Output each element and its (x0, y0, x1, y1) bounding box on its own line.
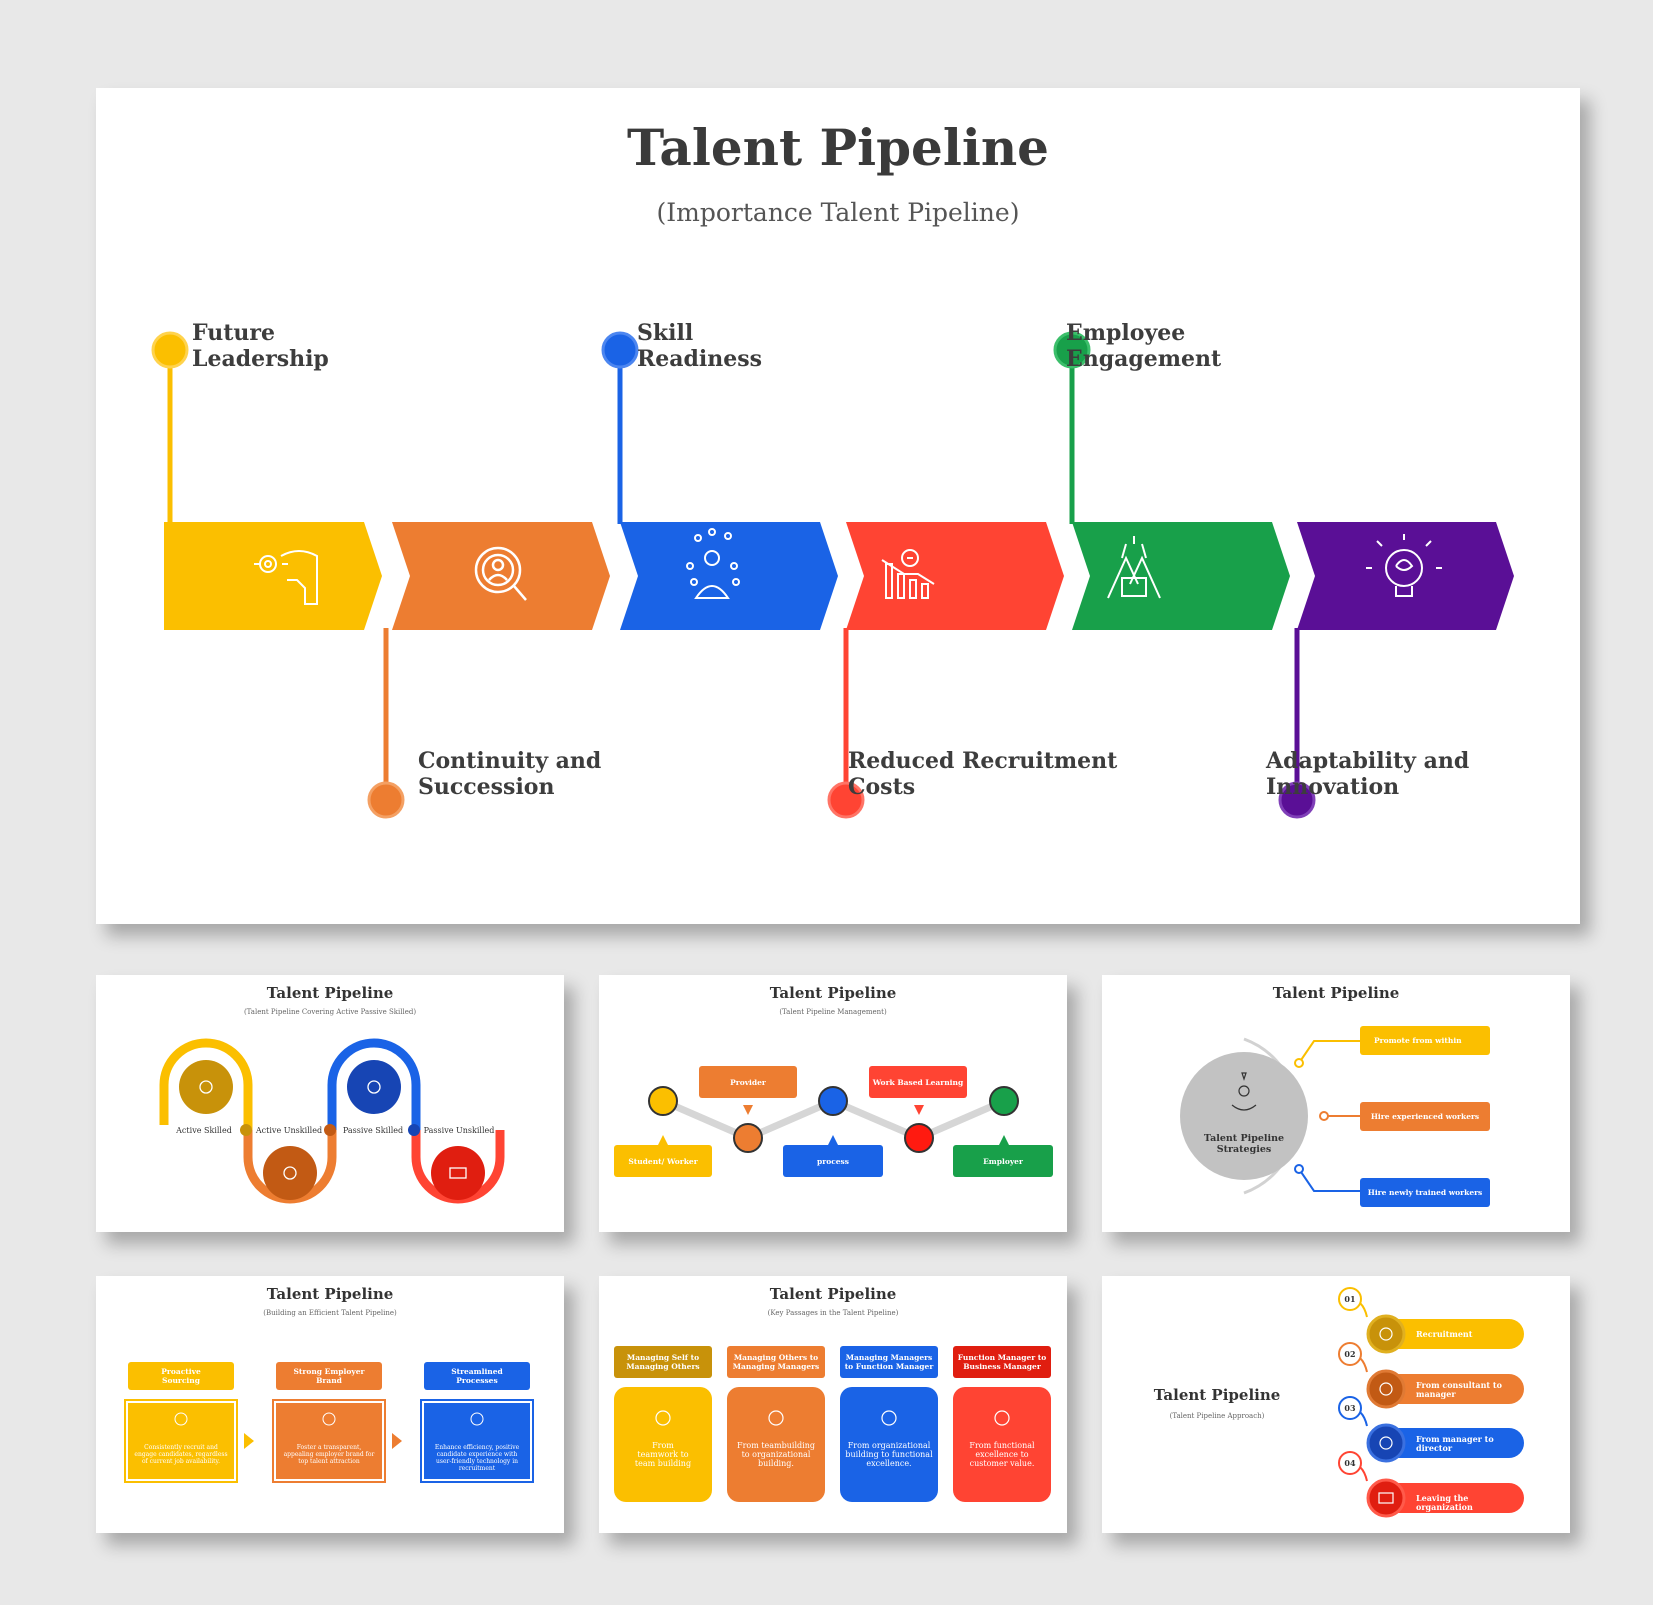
thumbnail-slide-5[interactable]: Talent Pipeline (Key Passages in the Tal… (599, 1276, 1067, 1533)
thumb1-label-passive-skilled: Passive Skilled (342, 1126, 404, 1135)
thumb6-subtitle: (Talent Pipeline Approach) (1169, 1412, 1265, 1420)
thumb5-header-3: Managing Managers to Function Manager (840, 1346, 938, 1378)
pipeline-diagram (151, 331, 1514, 819)
binoculars-head-icon (254, 550, 318, 605)
thumb5-body-3: From organizational building to function… (845, 1441, 933, 1468)
thumb1-title: Talent Pipeline (266, 984, 394, 1002)
thumb4-body-employer-brand: Foster a transparent, appealing employer… (283, 1444, 375, 1465)
thumb4-subtitle: (Building an Efficient Talent Pipeline) (263, 1309, 397, 1317)
thumb5-card-4 (953, 1387, 1051, 1502)
thumb1-subtitle: (Talent Pipeline Covering Active Passive… (243, 1008, 417, 1016)
thumb4-header-employer-brand: Strong Employer Brand (276, 1362, 382, 1390)
thumb4-card-streamlined (420, 1399, 534, 1483)
thumb3-item-newly-trained: Hire newly trained workers (1360, 1178, 1490, 1207)
thumb6-num-1: 01 (1344, 1294, 1356, 1304)
thumb6-title: Talent Pipeline (1153, 1386, 1281, 1404)
thumb3-item-promote: Promote from within (1360, 1026, 1490, 1055)
thumb6-num-3: 03 (1344, 1403, 1356, 1413)
chevron-reduced-costs (846, 522, 1064, 630)
thumb3-item-experienced: Hire experienced workers (1360, 1102, 1490, 1131)
high-five-briefcase-icon (1107, 536, 1161, 599)
thumb2-box-provider: Provider (699, 1066, 797, 1098)
thumb1-label-active-skilled: Active Skilled (176, 1126, 232, 1135)
thumb6-item-4: Leaving the organization (1416, 1493, 1473, 1512)
label-engagement: Employee Engagement (1066, 320, 1222, 372)
zigzag-diagram (648, 1086, 1019, 1153)
network-person-icon (686, 528, 740, 599)
label-continuity: Continuity and Succession (418, 748, 602, 800)
chevron-skill-readiness (620, 522, 838, 630)
label-future-leadership: Future Leadership (192, 320, 329, 372)
thumb6-item-3: From manager to director (1416, 1434, 1494, 1453)
approach-diagram (1338, 1287, 1524, 1518)
thumb6-item-1: Recruitment (1416, 1329, 1473, 1339)
thumb5-icons (655, 1410, 1010, 1426)
thumb4-header-proactive: Proactive Sourcing (128, 1362, 234, 1390)
thumb5-card-1 (614, 1387, 712, 1502)
thumb4-body-streamlined: Enhance efficiency, positive candidate e… (434, 1444, 520, 1472)
magnifier-person-icon (474, 546, 527, 601)
thumb2-box-work-based-learning: Work Based Learning (869, 1066, 967, 1098)
thumb2-subtitle: (Talent Pipeline Management) (779, 1008, 887, 1016)
page-title: Talent Pipeline (627, 118, 1049, 177)
thumb5-header-4: Function Manager to Business Manager (953, 1346, 1051, 1378)
thumb1-label-passive-unskilled: Passive Unskilled (423, 1126, 495, 1135)
thumb5-body-4: From functional excellence to customer v… (969, 1441, 1035, 1468)
star-hand-icon (1231, 1072, 1257, 1111)
thumbnail-slide-4[interactable]: Talent Pipeline (Building an Efficient T… (96, 1276, 564, 1533)
thumb4-title: Talent Pipeline (266, 1285, 394, 1303)
main-slide: Talent Pipeline (Importance Talent Pipel… (96, 88, 1580, 924)
chevron-future-leadership (164, 522, 382, 630)
thumb5-header-2: Managing Others to Managing Managers (727, 1346, 825, 1378)
thumb3-title: Talent Pipeline (1272, 984, 1400, 1002)
thumbnail-slide-6[interactable]: Talent Pipeline (Talent Pipeline Approac… (1102, 1276, 1570, 1533)
thumb6-item-2: From consultant to manager (1416, 1380, 1502, 1399)
thumb2-box-employer: Employer (953, 1145, 1053, 1177)
thumb5-card-3 (840, 1387, 938, 1502)
thumb5-title: Talent Pipeline (769, 1285, 897, 1303)
thumbnail-slide-1[interactable]: Talent Pipeline (Talent Pipeline Coverin… (96, 975, 564, 1232)
thumb4-card-employer-brand (272, 1399, 386, 1483)
thumb5-card-2 (727, 1387, 825, 1502)
snake-diagram (159, 1038, 505, 1204)
chevron-engagement (1072, 522, 1290, 630)
thumb5-body-1: From teamwork to team building (634, 1441, 692, 1468)
thumb2-title: Talent Pipeline (769, 984, 897, 1002)
thumb2-box-student-worker: Student/ Worker (614, 1145, 712, 1177)
label-reduced-costs: Reduced Recruitment Costs (848, 748, 1118, 800)
thumbnail-slide-3[interactable]: Talent Pipeline Talent Pipeline Strategi… (1102, 975, 1570, 1232)
thumb4-card-proactive (124, 1399, 238, 1483)
thumb4-header-streamlined: Streamlined Processes (424, 1362, 530, 1390)
brain-bulb-icon (1366, 534, 1442, 597)
cost-decline-chart-icon (881, 549, 935, 599)
thumb2-box-process: process (783, 1145, 883, 1177)
label-adaptability: Adaptability and Innovation (1266, 748, 1470, 800)
thumb5-subtitle: (Key Passages in the Talent Pipeline) (767, 1309, 899, 1317)
thumb3-center-label: Talent Pipeline Strategies (1203, 1133, 1285, 1155)
thumb6-num-4: 04 (1344, 1458, 1356, 1468)
thumb1-label-active-unskilled: Active Unskilled (255, 1126, 323, 1135)
thumbnail-slide-2[interactable]: Talent Pipeline (Talent Pipeline Managem… (599, 975, 1067, 1232)
thumb5-header-1: Managing Self to Managing Others (614, 1346, 712, 1378)
chevron-adaptability (1297, 522, 1514, 630)
label-skill-readiness: Skill Readiness (637, 320, 763, 372)
thumb4-arrows (174, 1412, 484, 1449)
thumb6-num-2: 02 (1344, 1349, 1356, 1359)
strategies-diagram (1180, 1037, 1360, 1195)
thumb5-body-2: From teambuilding to organizational buil… (737, 1441, 815, 1468)
thumb4-body-proactive: Consistently recruit and engage candidat… (134, 1444, 228, 1465)
page-subtitle: (Importance Talent Pipeline) (656, 198, 1020, 227)
